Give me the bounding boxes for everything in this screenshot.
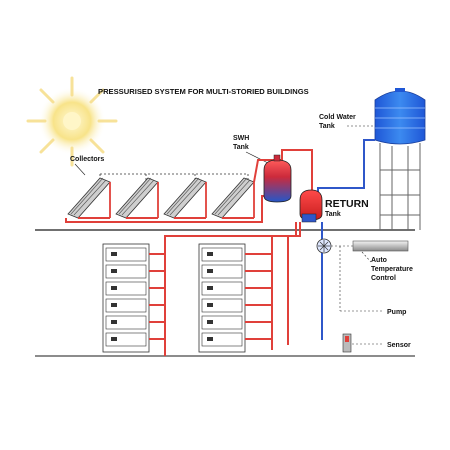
- sensor-label: Sensor: [387, 342, 411, 349]
- return-tank: [299, 189, 323, 223]
- cold-water-pipe: [317, 139, 375, 200]
- return-tank-label-1: RETURN: [325, 198, 369, 210]
- building-block-right: [198, 243, 246, 353]
- collector-panel: [211, 177, 255, 219]
- pump-icon: [316, 238, 353, 254]
- building-block-left: [102, 243, 150, 353]
- return-tank-label-2: Tank: [325, 211, 341, 218]
- collector-panel: [67, 177, 111, 219]
- swh-tank-label-1: SWH: [233, 135, 249, 142]
- auto-temp-label-1: Auto: [371, 257, 387, 264]
- swh-leader: [245, 151, 269, 164]
- floor-branches: [149, 253, 272, 340]
- collectors-label: Collectors: [70, 156, 104, 163]
- hot-feed-pipe: [253, 149, 313, 210]
- auto-temp-label-3: Control: [371, 275, 396, 282]
- diagram-title: PRESSURISED SYSTEM FOR MULTI-STORIED BUI…: [98, 87, 309, 96]
- cold-water-tank: [374, 88, 426, 230]
- collector-panel: [115, 177, 159, 219]
- auto-temp-label-2: Temperature: [371, 266, 413, 273]
- sensor-icon: [342, 333, 352, 353]
- pump-label: Pump: [387, 309, 406, 316]
- sun-icon: [26, 76, 118, 167]
- collector-panel: [163, 177, 207, 219]
- collectors-leader: [74, 163, 86, 176]
- solar-collectors: [65, 173, 268, 223]
- cold-water-tank-label-2: Tank: [319, 123, 335, 130]
- swh-tank: [263, 154, 292, 203]
- swh-tank-label-2: Tank: [233, 144, 249, 151]
- cold-water-tank-label-1: Cold Water: [319, 114, 356, 121]
